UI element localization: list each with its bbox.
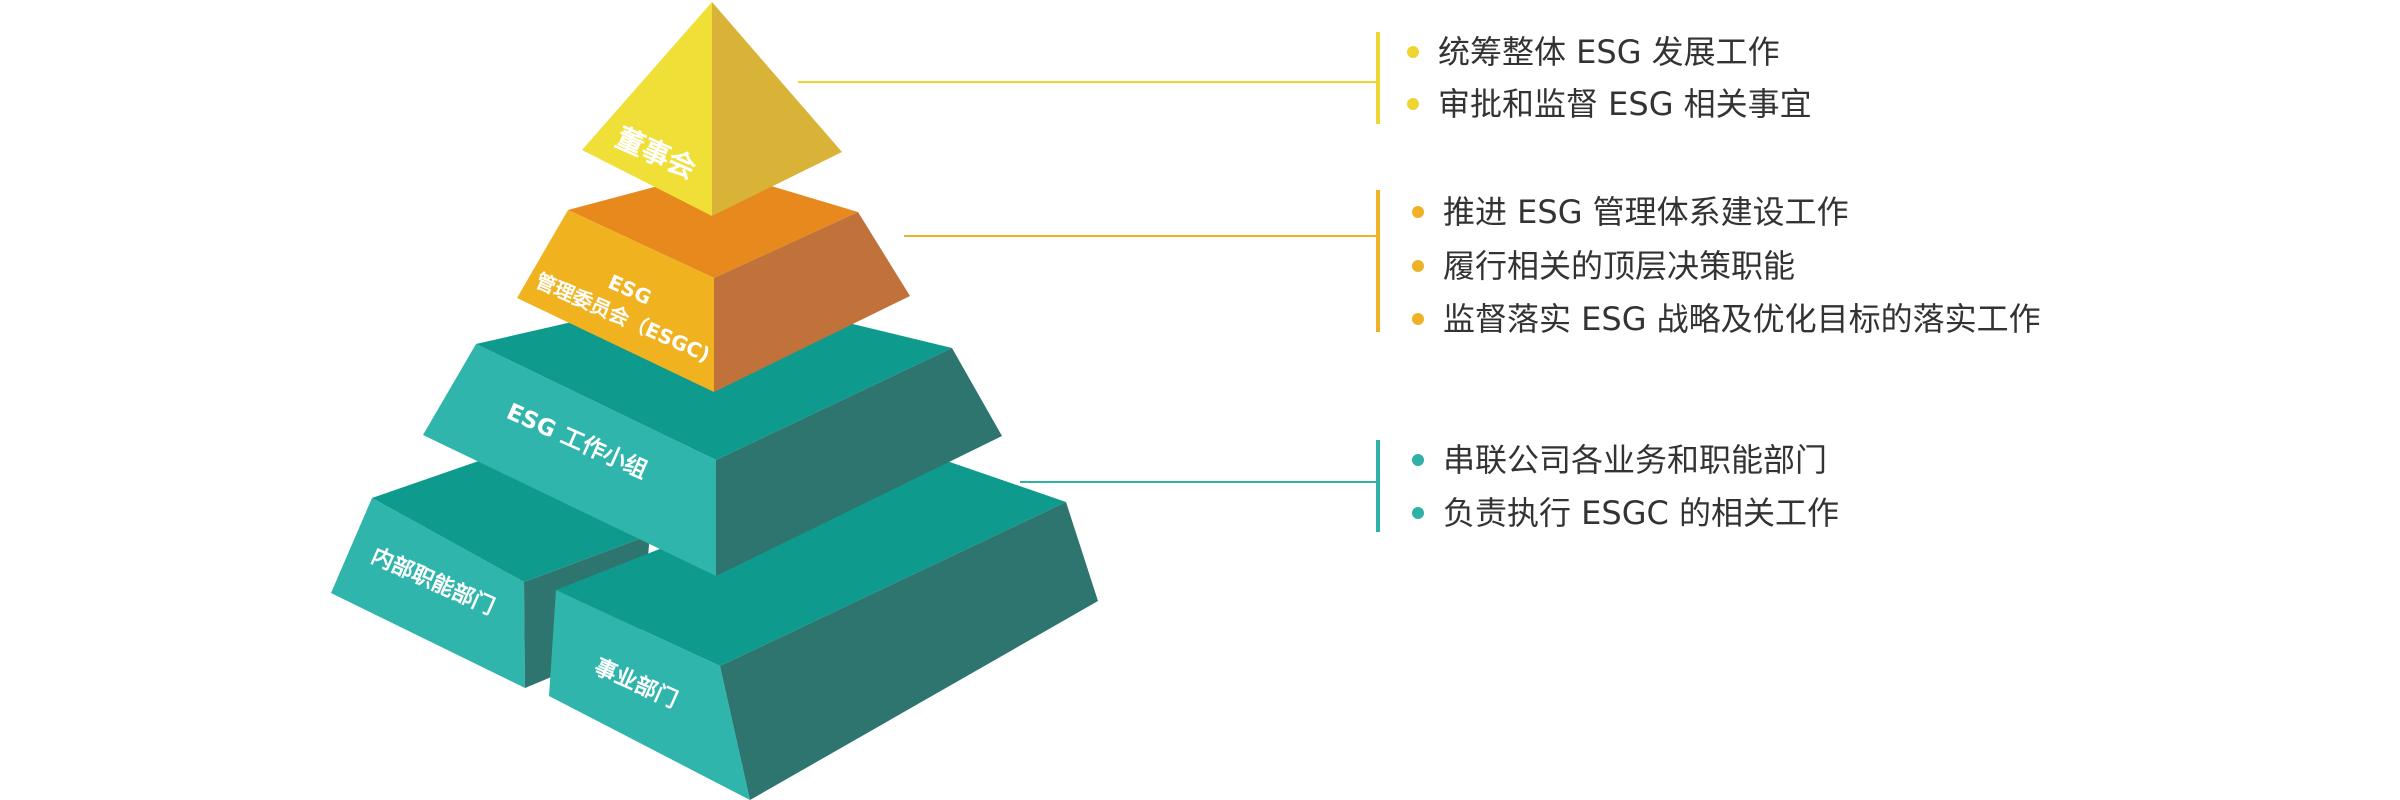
responsibility-item: 履行相关的顶层决策职能 [1443, 247, 1795, 285]
internal-departments-front [331, 498, 525, 688]
tier-esgc: ESG 管理委员会（ESGC) [517, 170, 910, 392]
bullet-dot [1407, 46, 1419, 58]
esgc-side [714, 212, 910, 392]
board-side-face [712, 2, 842, 216]
internal-departments-top [372, 455, 650, 582]
bullet-dot [1412, 507, 1424, 519]
board-front-face [582, 2, 712, 216]
working-group-side [716, 348, 1002, 576]
bullet-dot [1412, 260, 1424, 272]
bullet-dot [1412, 313, 1424, 325]
business-departments-side [720, 502, 1098, 800]
group-bar-working-group [1376, 440, 1380, 532]
tier-business-departments: 事业部门 [549, 449, 1098, 800]
tier-board: 董事会 [582, 2, 842, 216]
esgc-top [568, 170, 858, 278]
responsibility-group-working-group: 串联公司各业务和职能部门 负责执行 ESGC 的相关工作 [1412, 441, 1839, 532]
responsibility-item: 推进 ESG 管理体系建设工作 [1443, 193, 1849, 231]
bullet-dot [1407, 98, 1419, 110]
group-bar-esgc [1376, 190, 1380, 332]
responsibility-group-esgc: 推进 ESG 管理体系建设工作 履行相关的顶层决策职能 监督落实 ESG 战略及… [1412, 193, 2041, 338]
responsibility-item: 审批和监督 ESG 相关事宜 [1438, 85, 1812, 123]
esgc-front [517, 210, 714, 392]
bullet-dot [1412, 206, 1424, 218]
bullet-dot [1412, 454, 1424, 466]
responsibility-item: 串联公司各业务和职能部门 [1443, 441, 1827, 479]
business-departments-top [556, 449, 1066, 666]
responsibility-item: 监督落实 ESG 战略及优化目标的落实工作 [1443, 300, 2041, 338]
responsibility-group-board: 统筹整体 ESG 发展工作 审批和监督 ESG 相关事宜 [1407, 33, 1812, 123]
responsibility-item: 统筹整体 ESG 发展工作 [1438, 33, 1780, 71]
business-departments-front [549, 590, 750, 800]
responsibility-item: 负责执行 ESGC 的相关工作 [1443, 494, 1839, 532]
group-bar-board [1376, 32, 1380, 124]
working-group-front [423, 344, 716, 576]
